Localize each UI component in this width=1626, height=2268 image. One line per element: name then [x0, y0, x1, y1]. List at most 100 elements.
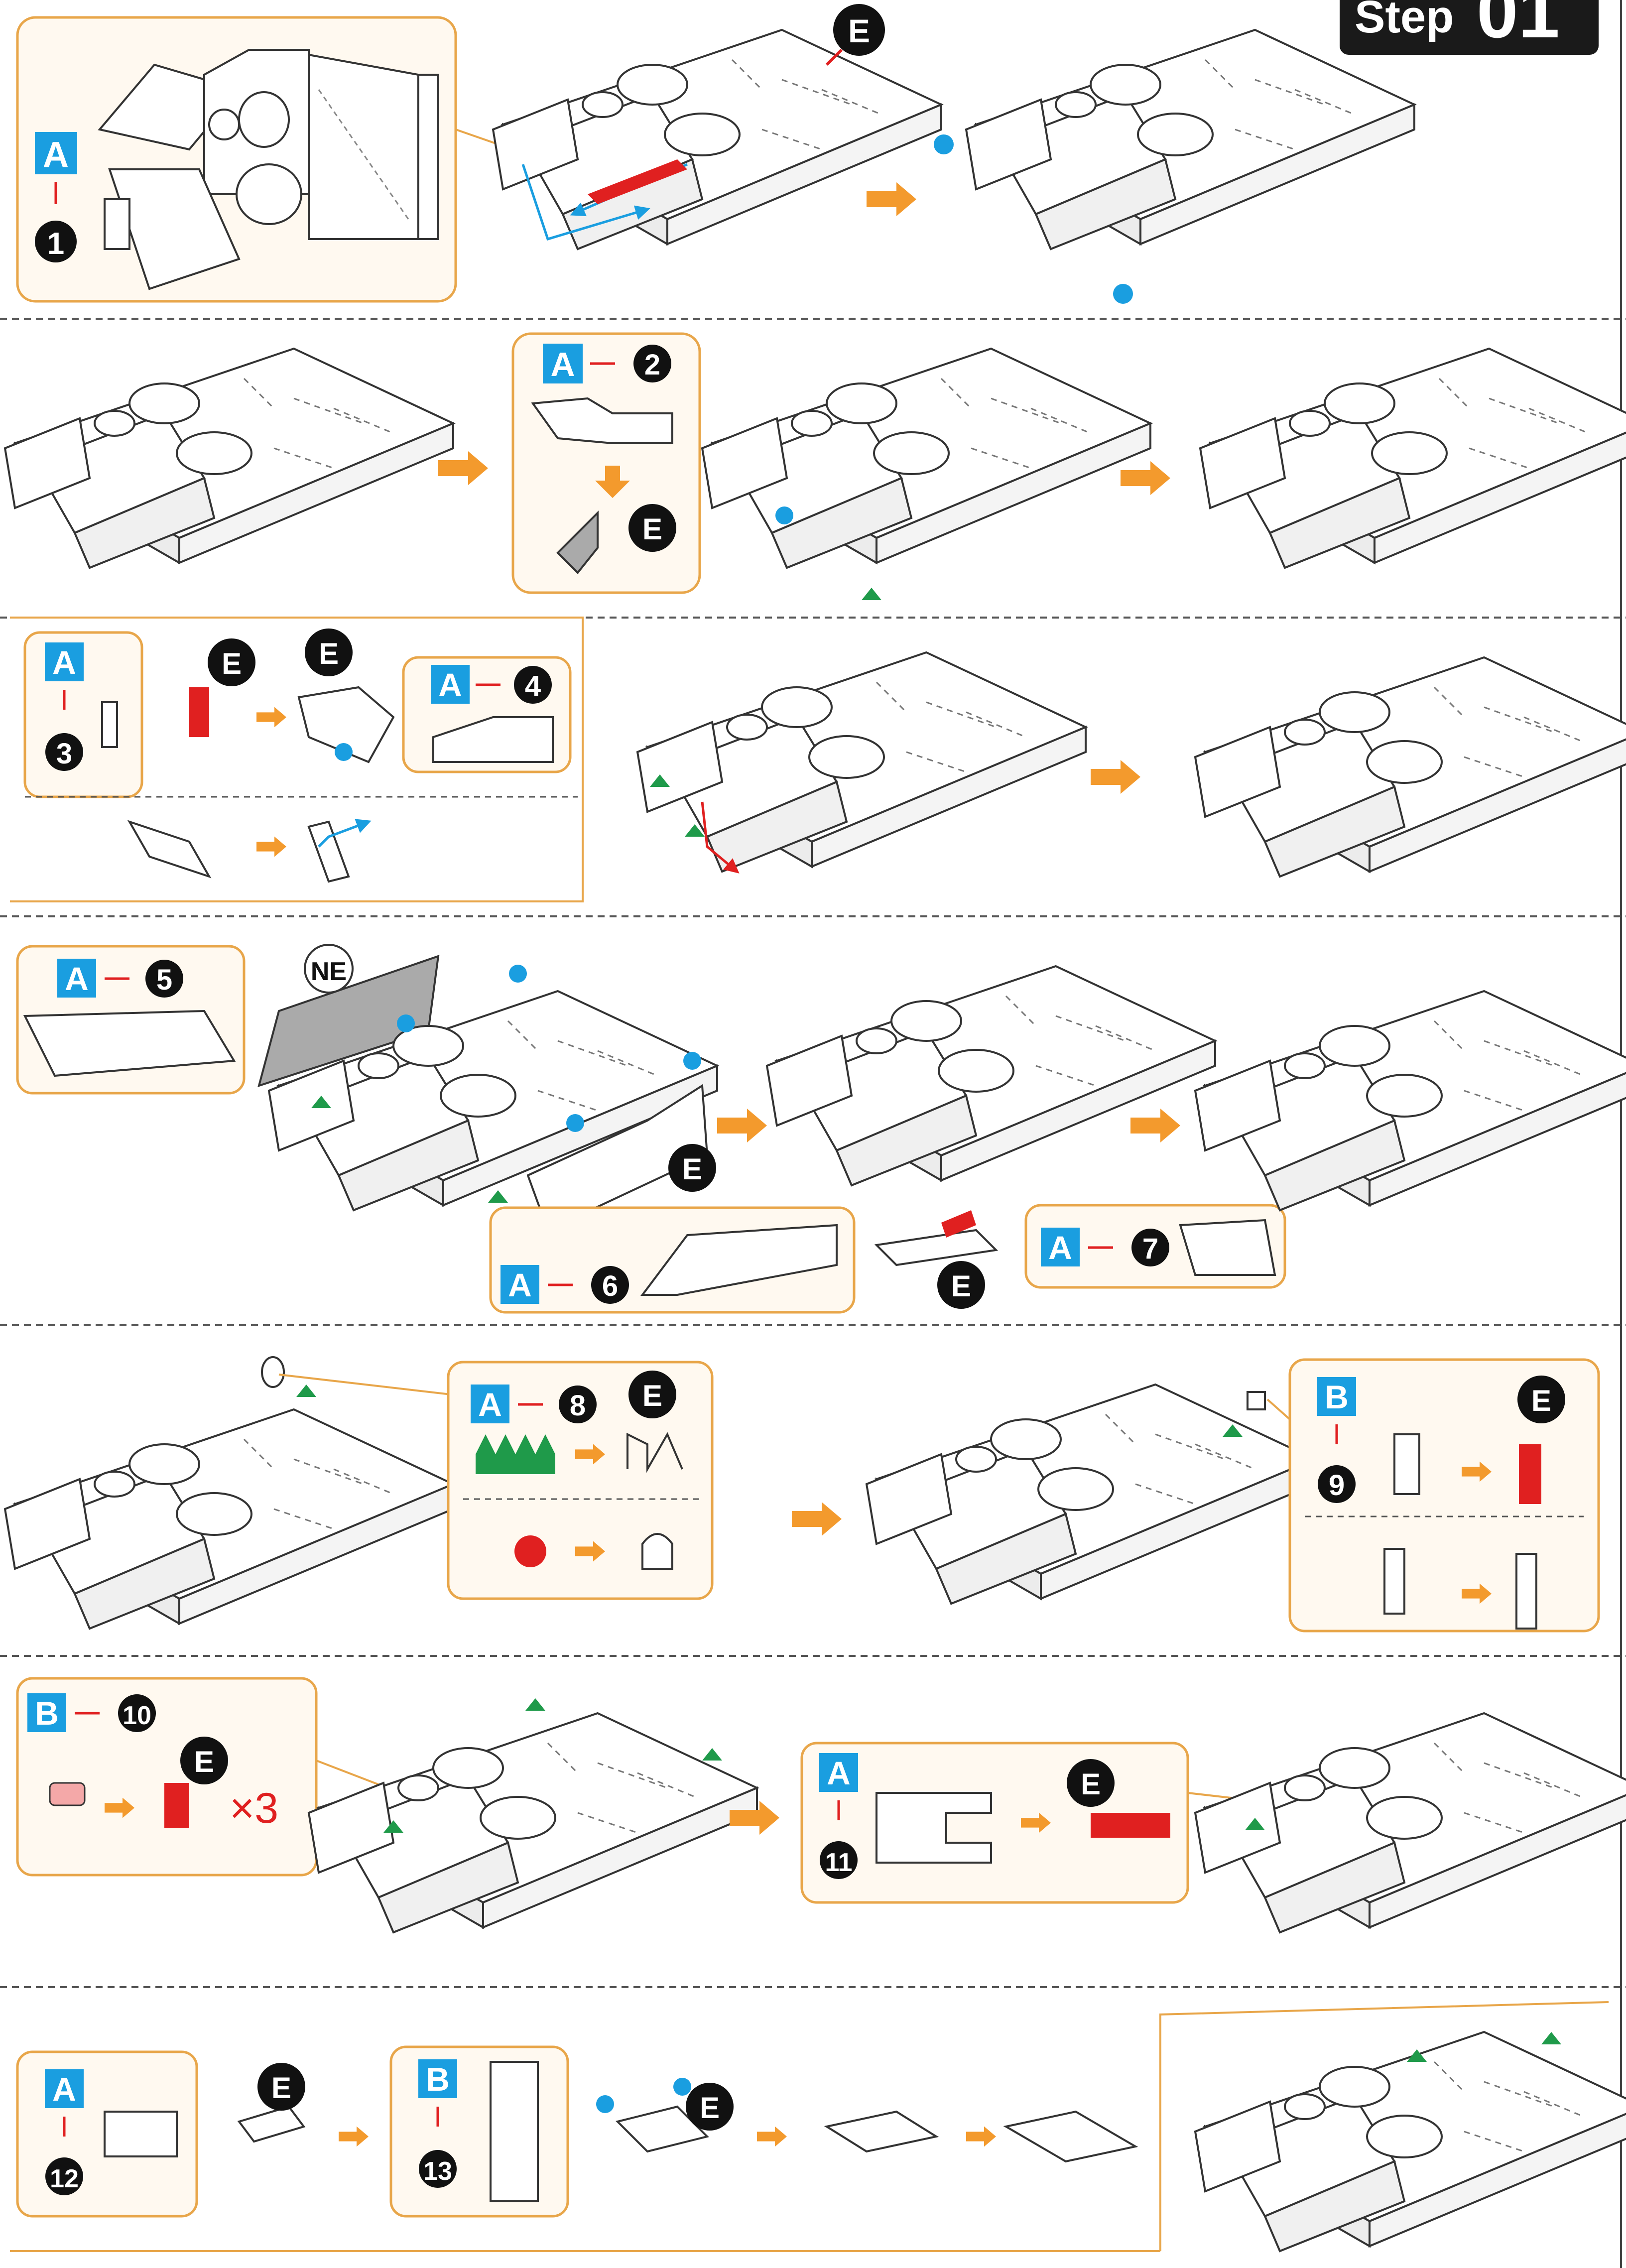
svg-text:13: 13: [423, 2157, 452, 2186]
triangle-mark-icon: [296, 1385, 316, 1397]
triangle-mark-icon: [1245, 1818, 1265, 1830]
triangle-mark-icon: [488, 1190, 508, 1203]
arrow-right-icon: [966, 2126, 996, 2147]
svg-text:E: E: [848, 12, 870, 49]
svg-text:9: 9: [1329, 1469, 1345, 1502]
panel-12-tag: A 12: [45, 2069, 84, 2195]
hull-step-1a: [492, 29, 942, 250]
svg-text:A: A: [478, 1386, 502, 1423]
glue-dot-icon: [673, 2078, 691, 2096]
svg-text:E: E: [642, 1379, 662, 1412]
panel-2-tag: A 2: [543, 344, 671, 383]
hull-step-6b: [1194, 1712, 1626, 1933]
svg-text:11: 11: [825, 1848, 853, 1877]
svg-text:7: 7: [1142, 1233, 1158, 1265]
glue-dot-icon: [335, 743, 353, 761]
glue-dot-icon: [397, 1014, 415, 1032]
arrow-right-icon: [438, 451, 488, 485]
arrow-right-icon: [757, 2126, 787, 2147]
triangle-mark-icon: [862, 588, 881, 600]
quantity-multiplier: ×3: [230, 1784, 278, 1832]
svg-text:2: 2: [644, 349, 660, 381]
row-2: A 2 E: [4, 332, 1626, 600]
svg-text:B: B: [1325, 1379, 1349, 1415]
panel-5-tag: A 5: [57, 959, 183, 998]
glue-dot-icon: [683, 1052, 701, 1070]
step-word: Step: [1355, 0, 1454, 42]
panel-10-tag: B 10: [27, 1693, 156, 1732]
glue-dot-icon: [775, 506, 793, 524]
panel-6-tag: A 6: [500, 1265, 629, 1304]
badge-ne-icon: NE: [304, 944, 354, 994]
row-7: A 12 E B 13 E: [10, 2001, 1626, 2252]
badge-e-icon: E: [257, 2063, 305, 2111]
triangle-mark-icon: [685, 824, 705, 837]
svg-text:A: A: [43, 135, 69, 175]
panel-8-tag: A 8: [471, 1385, 597, 1423]
panel-13-box: [389, 2045, 569, 2218]
glue-dot-icon: [596, 2095, 614, 2113]
triangle-mark-icon: [1223, 1424, 1243, 1437]
badge-e-icon: E: [305, 629, 353, 676]
triangle-mark-icon: [702, 1748, 722, 1761]
svg-text:E: E: [951, 1269, 971, 1303]
sheet-badge: [35, 132, 77, 174]
panel-13-tag: B 13: [418, 2059, 457, 2188]
svg-text:E: E: [222, 647, 242, 680]
row-5: A 8 E B 9 E: [4, 1356, 1600, 1633]
svg-text:E: E: [1081, 1767, 1101, 1801]
flat-part-2: [531, 397, 673, 444]
arrow-right-icon: [256, 707, 286, 728]
svg-text:12: 12: [50, 2164, 79, 2193]
arrow-right-icon: [1091, 760, 1140, 794]
svg-text:E: E: [194, 1745, 214, 1778]
badge-e-icon: E: [208, 638, 255, 686]
part-number-badge: [35, 221, 77, 262]
svg-text:10: 10: [123, 1701, 151, 1730]
svg-text:B: B: [426, 2061, 450, 2098]
step-header: Step 01: [1340, 0, 1599, 55]
svg-text:5: 5: [156, 964, 172, 996]
glue-dot-icon: [566, 1114, 584, 1132]
hull-step-1b: [965, 29, 1415, 250]
triangle-mark-icon: [650, 774, 670, 787]
panel-1-tag: A 1: [35, 132, 77, 262]
hull-step-5b: [866, 1384, 1316, 1605]
glue-dot-icon: [1113, 284, 1133, 304]
arrow-right-icon: [867, 182, 916, 216]
triangle-mark-icon: [311, 1096, 331, 1108]
panel-3-tag: A 3: [45, 642, 118, 771]
row-separators: [0, 318, 1626, 1988]
svg-text:B: B: [35, 1695, 59, 1732]
badge-e-icon: E: [1517, 1376, 1565, 1423]
step-header-bg: [1340, 0, 1599, 55]
badge-e-icon: E: [833, 4, 885, 56]
svg-text:3: 3: [56, 738, 72, 770]
hull-step-2b: [701, 348, 1151, 569]
hull-step-3a: [636, 651, 1087, 873]
badge-e-icon: E: [668, 1144, 716, 1192]
arrow-right-icon: [256, 836, 286, 857]
badge-e-icon: E: [937, 1261, 985, 1309]
svg-text:A: A: [52, 644, 76, 681]
glue-dot-icon: [509, 965, 527, 983]
panel-9-tag: B 9: [1317, 1377, 1356, 1503]
hull-step-2a: [4, 348, 454, 569]
panel-7-tag: A 7: [1041, 1228, 1169, 1266]
svg-text:A: A: [438, 666, 462, 703]
row-6: B 10 E ×3 A 11 E: [16, 1677, 1626, 1933]
svg-text:6: 6: [602, 1270, 618, 1302]
arrow-right-icon: [1121, 461, 1170, 495]
triangle-mark-icon: [1407, 2049, 1427, 2062]
svg-text:4: 4: [525, 670, 541, 702]
svg-text:A: A: [65, 960, 89, 997]
arrow-right-icon: [792, 1502, 842, 1536]
hull-step-5a: [4, 1408, 454, 1630]
panel-10-box: [16, 1677, 318, 1877]
svg-text:A: A: [827, 1755, 851, 1791]
triangle-mark-icon: [1541, 2032, 1561, 2044]
arrow-right-icon: [717, 1109, 767, 1142]
hull-step-4b: [766, 965, 1216, 1186]
hull-step-4c: [1194, 990, 1626, 1211]
